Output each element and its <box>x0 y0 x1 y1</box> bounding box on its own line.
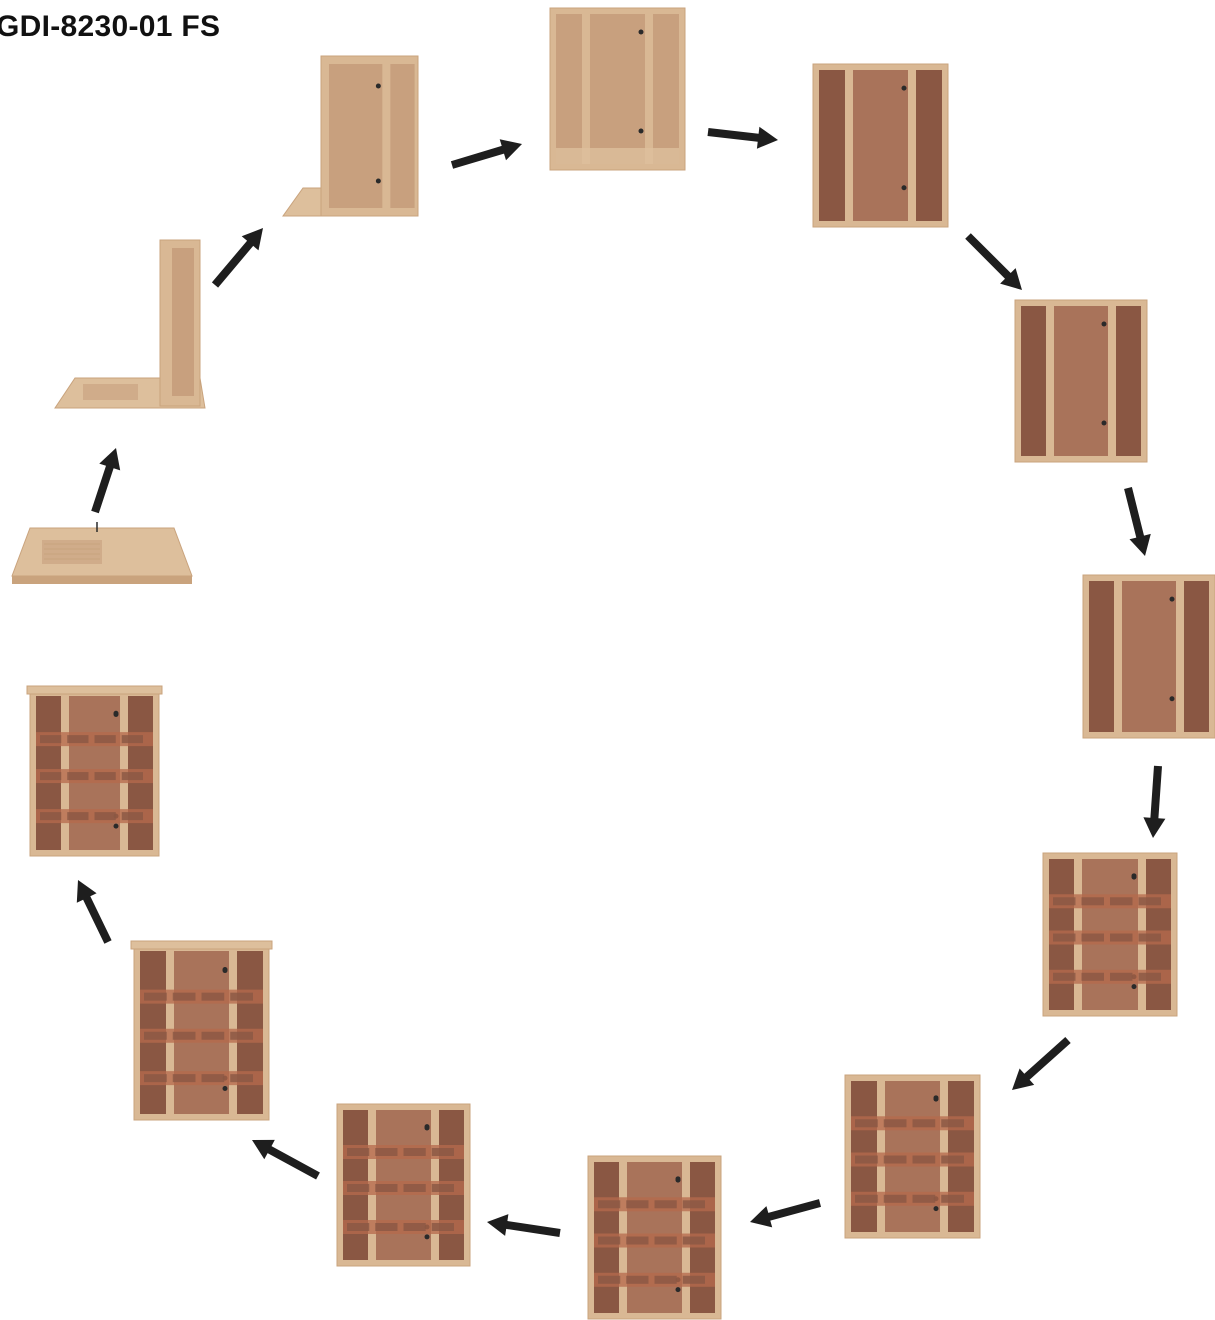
assembly-step-11 <box>337 1104 470 1266</box>
step-arrow-6 <box>1124 487 1151 556</box>
assembly-step-13 <box>27 686 162 856</box>
step-arrow-10 <box>487 1214 561 1237</box>
step-arrow-1 <box>91 448 120 513</box>
assembly-step-12 <box>131 941 272 1120</box>
step-arrow-12 <box>77 880 112 944</box>
step-arrow-7 <box>1143 766 1165 838</box>
assembly-step-5 <box>813 64 948 227</box>
step-arrow-9 <box>750 1199 821 1227</box>
step-arrow-3 <box>451 139 522 169</box>
assembly-step-9 <box>845 1075 980 1238</box>
step-arrow-8 <box>1012 1037 1071 1090</box>
assembly-step-4 <box>550 8 685 170</box>
step-arrow-5 <box>965 233 1022 290</box>
assembly-step-3 <box>283 56 418 216</box>
step-arrow-11 <box>252 1140 320 1180</box>
assembly-step-8 <box>1043 853 1177 1016</box>
assembly-step-7 <box>1083 575 1215 738</box>
step-arrow-2 <box>212 228 263 288</box>
step-arrow-4 <box>708 127 779 149</box>
assembly-step-2 <box>55 240 205 408</box>
assembly-step-6 <box>1015 300 1147 462</box>
assembly-step-10 <box>588 1156 721 1319</box>
assembly-step-1 <box>12 522 192 584</box>
